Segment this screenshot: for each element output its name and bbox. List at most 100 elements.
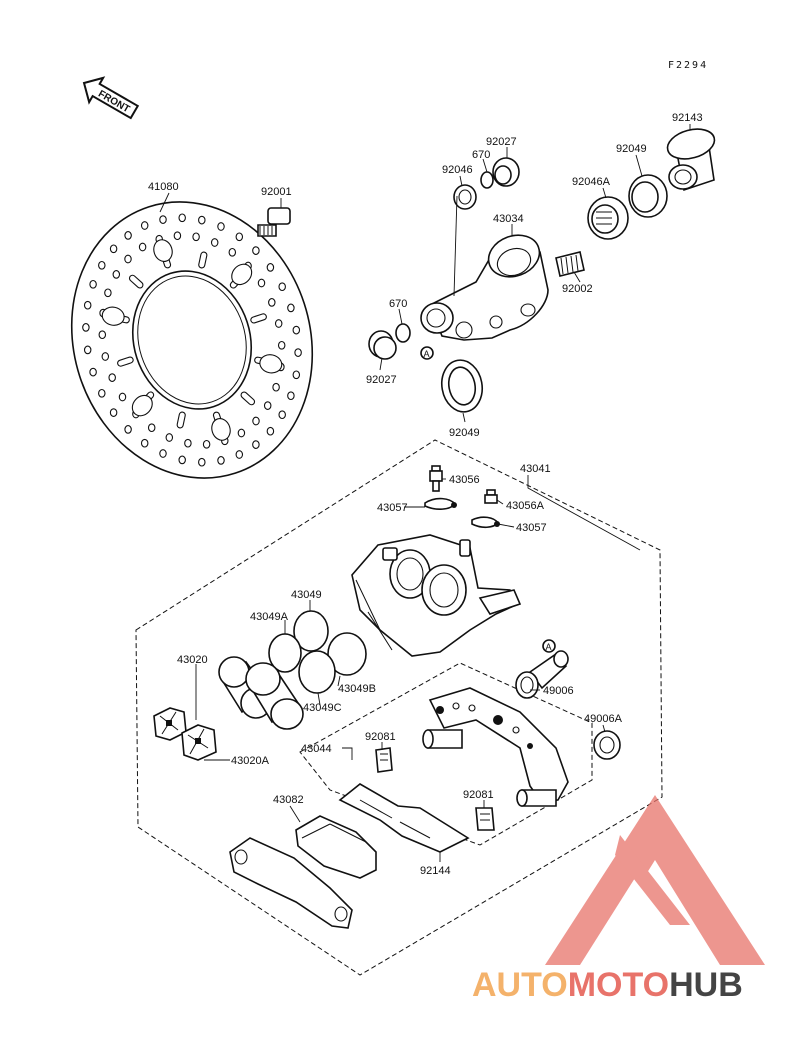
disc-vent-hole xyxy=(228,247,237,257)
disc-vent-hole xyxy=(124,231,132,240)
disc-vent-hole xyxy=(101,352,110,361)
pad-spring-plate xyxy=(338,783,470,853)
disc-vent-hole xyxy=(192,232,200,242)
label-disc-bolt: 92001 xyxy=(261,186,292,198)
watermark-moto: MOTO xyxy=(568,966,669,1004)
disc-vent-hole xyxy=(202,439,211,449)
disc-vent-hole xyxy=(263,401,272,410)
disc-vent-hole xyxy=(140,221,149,230)
disc-slot xyxy=(198,251,208,269)
label-piston-a: 43020A xyxy=(231,755,270,767)
disc-vent-hole xyxy=(268,298,276,307)
disc-vent-hole xyxy=(178,455,186,465)
label-seal-left: 92027 xyxy=(366,374,397,386)
disc-slot xyxy=(117,356,134,367)
disc-vent-hole xyxy=(89,279,97,289)
oring-top xyxy=(480,171,494,189)
caliper-holder xyxy=(422,687,569,807)
piston-seal-c xyxy=(298,650,336,694)
label-piston-seal-a: 43049A xyxy=(250,611,289,623)
disc-vent-hole xyxy=(287,391,295,401)
disc-vent-hole xyxy=(257,278,266,288)
label-seal-top: 92027 xyxy=(486,136,517,148)
disc-vent-hole xyxy=(278,410,286,420)
seal-left xyxy=(368,330,397,360)
disc-vent-hole xyxy=(108,373,116,382)
label-seal-right: 92049 xyxy=(616,143,647,155)
label-spring-top: 92081 xyxy=(365,731,396,743)
disc-spoke-cutout xyxy=(131,394,153,417)
label-pin: 49006 xyxy=(543,685,574,697)
watermark-text: AUTOMOTOHUB xyxy=(472,966,743,1004)
part-labels: 41080 92001 92027 670 92046 43034 92143 … xyxy=(148,112,703,877)
brake-pad-backing xyxy=(229,837,353,929)
disc-spoke-cutout xyxy=(231,263,253,286)
disc-vent-hole xyxy=(294,348,302,357)
label-bleeder: 43056 xyxy=(449,474,480,486)
disc-vent-hole xyxy=(252,416,260,426)
label-spring-pad: 92144 xyxy=(420,865,451,877)
seal-right xyxy=(628,174,668,218)
pin-boot xyxy=(593,730,621,760)
disc-spoke-cutout xyxy=(101,306,125,326)
label-collar: 92143 xyxy=(672,112,703,124)
disc-vent-hole xyxy=(272,382,280,392)
label-oring-top: 670 xyxy=(472,149,490,161)
disc-vent-hole xyxy=(292,370,301,380)
disc-vent-hole xyxy=(252,246,260,255)
piston-insert-a xyxy=(181,724,217,761)
bearing-small xyxy=(453,184,477,210)
disc-vent-hole xyxy=(98,388,106,398)
piston-seal xyxy=(293,610,329,652)
label-bearing-a: 92046A xyxy=(572,176,611,188)
brake-disc xyxy=(70,201,314,479)
disc-vent-hole xyxy=(173,231,182,241)
bleeder-valve xyxy=(429,465,443,492)
disc-vent-hole xyxy=(124,425,132,434)
disc-vent-hole xyxy=(112,270,121,279)
label-piston-seal-c: 43049C xyxy=(303,702,342,714)
label-piston: 43020 xyxy=(177,654,208,666)
bearing-a xyxy=(587,196,629,240)
label-bleeder-a: 43056A xyxy=(506,500,545,512)
collar xyxy=(666,128,716,192)
disc-vent-hole xyxy=(124,254,132,264)
label-boot: 49006A xyxy=(584,713,623,725)
caliper-bracket xyxy=(420,234,549,341)
label-cap-left: 43057 xyxy=(377,502,408,514)
disc-vent-hole xyxy=(83,345,92,355)
disc-vent-hole xyxy=(138,242,147,252)
pad-spring-bottom xyxy=(475,807,495,831)
piston-insert xyxy=(153,707,187,741)
bleeder-cap-left xyxy=(424,497,457,510)
caliper-assy-boundary xyxy=(135,439,663,976)
disc-vent-hole xyxy=(292,325,301,335)
disc-vent-hole xyxy=(98,260,106,270)
disc-spoke-cutout xyxy=(153,239,173,262)
disc-vent-hole xyxy=(266,263,275,272)
bolt-right xyxy=(555,251,585,277)
disc-vent-hole xyxy=(159,449,167,458)
watermark-hub: HUB xyxy=(669,966,743,1004)
disc-vent-hole xyxy=(165,433,174,442)
front-arrow-icon: FRONT xyxy=(82,76,140,120)
disc-slot xyxy=(128,274,144,289)
label-bracket: 43034 xyxy=(493,213,524,225)
diagram-code: F2294 xyxy=(668,60,708,71)
label-spring-bottom: 92081 xyxy=(463,789,494,801)
oring-left xyxy=(395,323,411,343)
label-seal-bottom: 92049 xyxy=(449,427,480,439)
disc-vent-hole xyxy=(118,392,127,402)
label-bearing-small: 92046 xyxy=(442,164,473,176)
brake-pad xyxy=(295,815,377,879)
seal-top xyxy=(492,157,520,187)
disc-spoke-cutout xyxy=(211,418,231,441)
disc-vent-hole xyxy=(82,323,90,332)
disc-vent-hole xyxy=(210,238,219,247)
disc-slot xyxy=(176,411,186,429)
disc-vent-hole xyxy=(159,215,167,224)
caliper-body xyxy=(351,534,522,657)
disc-vent-hole xyxy=(277,340,286,350)
disc-vent-hole xyxy=(278,282,286,292)
